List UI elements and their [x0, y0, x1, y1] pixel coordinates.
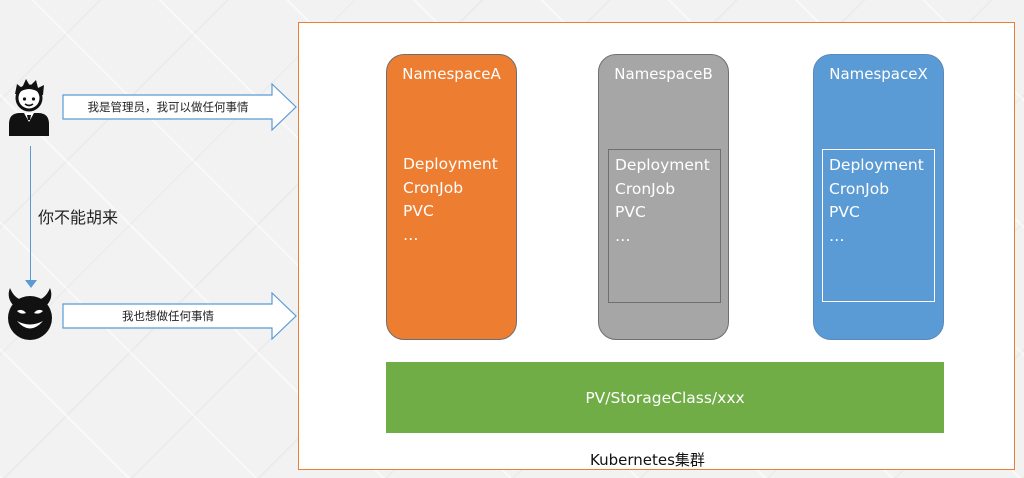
- resource-item: CronJob: [403, 178, 464, 197]
- namespace-a: NamespaceA Deployment CronJob PVC …: [386, 54, 517, 340]
- storage-label: PV/StorageClass/xxx: [585, 388, 745, 407]
- namespace-x: NamespaceX Deployment CronJob PVC …: [813, 54, 944, 340]
- resource-item: CronJob: [829, 179, 890, 198]
- namespace-resources: Deployment CronJob PVC …: [403, 153, 498, 247]
- intruder-message: 我也想做任何事情: [122, 309, 214, 323]
- resource-item: PVC: [403, 202, 434, 220]
- connector-arrowhead: [25, 280, 37, 288]
- resource-item: Deployment: [829, 156, 924, 174]
- namespace-resources: Deployment CronJob PVC …: [608, 149, 721, 303]
- devil-face-icon: [4, 286, 56, 342]
- admin-arrow: 我是管理员，我可以做任何事情: [62, 83, 298, 131]
- namespace-title: NamespaceA: [402, 65, 501, 83]
- resource-item: Deployment: [615, 156, 710, 174]
- storage-layer: PV/StorageClass/xxx: [386, 362, 944, 433]
- resource-item: PVC: [615, 203, 646, 221]
- admin-person-icon: [6, 76, 52, 138]
- resource-item: …: [829, 226, 845, 245]
- resource-item: CronJob: [615, 179, 676, 198]
- resource-item: …: [403, 225, 419, 244]
- cluster-caption: Kubernetes集群: [590, 451, 705, 469]
- intruder-arrow: 我也想做任何事情: [62, 292, 298, 340]
- warning-label: 你不能胡来: [38, 208, 119, 227]
- resource-item: PVC: [829, 203, 860, 221]
- namespace-title: NamespaceB: [614, 65, 713, 83]
- resource-item: …: [615, 226, 631, 245]
- connector-line: [30, 146, 31, 280]
- resource-item: Deployment: [403, 155, 498, 173]
- admin-message: 我是管理员，我可以做任何事情: [87, 100, 249, 114]
- namespace-b: NamespaceB Deployment CronJob PVC …: [598, 54, 729, 340]
- namespace-title: NamespaceX: [829, 65, 928, 83]
- namespace-resources: Deployment CronJob PVC …: [822, 149, 935, 302]
